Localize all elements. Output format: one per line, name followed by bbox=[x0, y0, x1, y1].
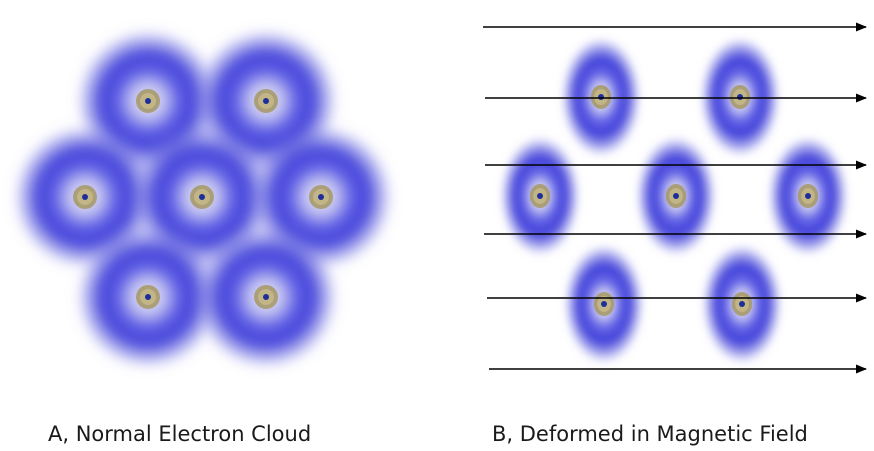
atom-icon bbox=[136, 89, 160, 113]
atom-icon bbox=[665, 184, 687, 208]
nucleus-core bbox=[537, 193, 543, 199]
nucleus-core bbox=[601, 301, 607, 307]
atom-b-3 bbox=[500, 136, 580, 256]
nucleus-core bbox=[199, 194, 205, 200]
atom-icon bbox=[254, 89, 278, 113]
atom-icon bbox=[136, 285, 160, 309]
atom-icon bbox=[254, 285, 278, 309]
nucleus-core bbox=[145, 98, 151, 104]
atom-icon bbox=[593, 292, 615, 316]
caption-panel-a: A, Normal Electron Cloud bbox=[48, 422, 312, 446]
atom-b-2 bbox=[700, 37, 780, 157]
atom-b-6 bbox=[564, 244, 644, 364]
nucleus-core bbox=[318, 194, 324, 200]
atom-icon bbox=[590, 85, 612, 109]
atom-icon bbox=[731, 292, 753, 316]
atom-b-1 bbox=[561, 37, 641, 157]
atom-icon bbox=[190, 185, 214, 209]
atom-a-7 bbox=[194, 225, 338, 369]
atom-a-6 bbox=[76, 225, 220, 369]
nucleus-core bbox=[145, 294, 151, 300]
atom-b-7 bbox=[702, 244, 782, 364]
panel-b-deformed-cloud bbox=[483, 22, 868, 374]
nucleus-core bbox=[673, 193, 679, 199]
nucleus-core bbox=[598, 94, 604, 100]
caption-panel-b: B, Deformed in Magnetic Field bbox=[492, 422, 808, 446]
panel-a-normal-cloud bbox=[13, 29, 393, 369]
nucleus-core bbox=[739, 301, 745, 307]
atom-icon bbox=[73, 185, 97, 209]
nucleus-core bbox=[737, 94, 743, 100]
atom-icon bbox=[309, 185, 333, 209]
atom-b-4 bbox=[636, 136, 716, 256]
atom-b-5 bbox=[768, 136, 848, 256]
atom-icon bbox=[729, 85, 751, 109]
nucleus-core bbox=[805, 193, 811, 199]
nucleus-core bbox=[263, 98, 269, 104]
nucleus-core bbox=[263, 294, 269, 300]
atom-icon bbox=[797, 184, 819, 208]
atom-icon bbox=[529, 184, 551, 208]
nucleus-core bbox=[82, 194, 88, 200]
